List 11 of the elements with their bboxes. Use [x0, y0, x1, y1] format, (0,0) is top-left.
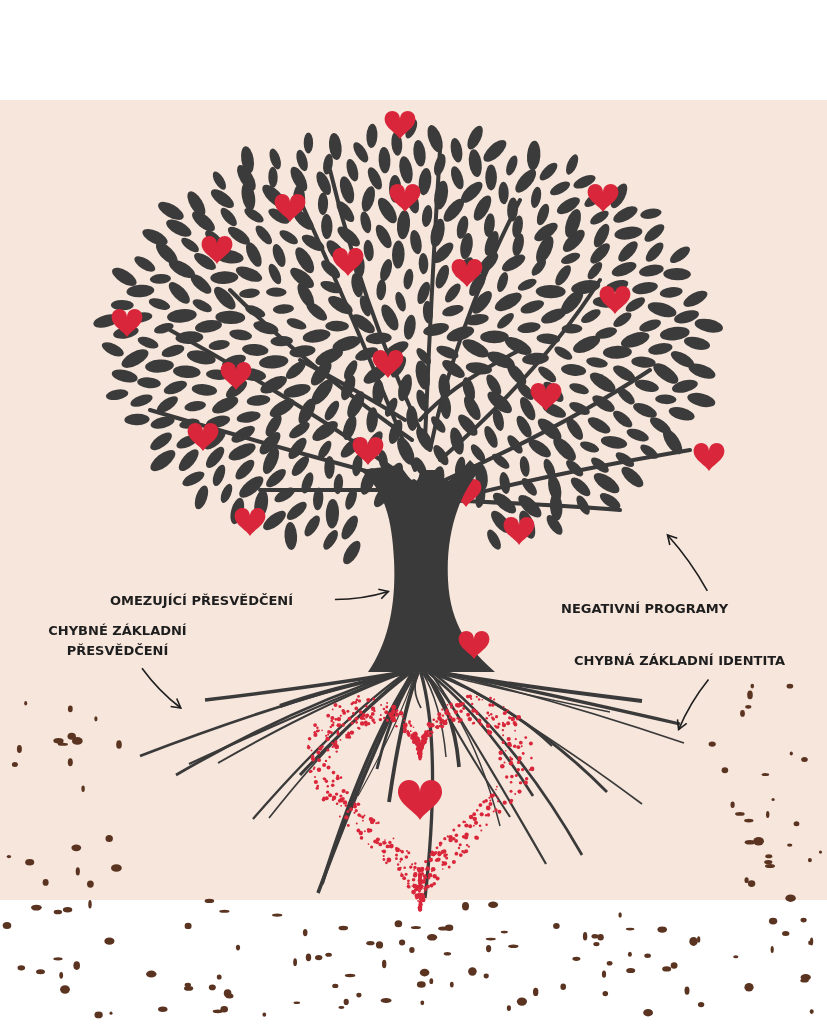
leader-arrow — [666, 534, 709, 592]
annotation-label: CHYBNÁ ZÁKLADNÍ IDENTITA — [574, 651, 819, 671]
tree-crown-drawing — [93, 111, 725, 565]
leader-arrow — [334, 588, 390, 601]
annotation-label: OMEZUJÍCÍ PŘESVĚDČENÍ — [110, 591, 325, 611]
leader-arrow — [141, 667, 182, 709]
tree-trunk-drawing — [360, 460, 495, 672]
annotation-label: CHYBNÉ ZÁKLADNÍ PŘESVĚDČENÍ — [30, 621, 205, 661]
tree-roots-drawing — [139, 670, 685, 912]
leader-arrow — [676, 678, 710, 731]
annotation-label: NEGATIVNÍ PROGRAMY — [561, 599, 756, 619]
